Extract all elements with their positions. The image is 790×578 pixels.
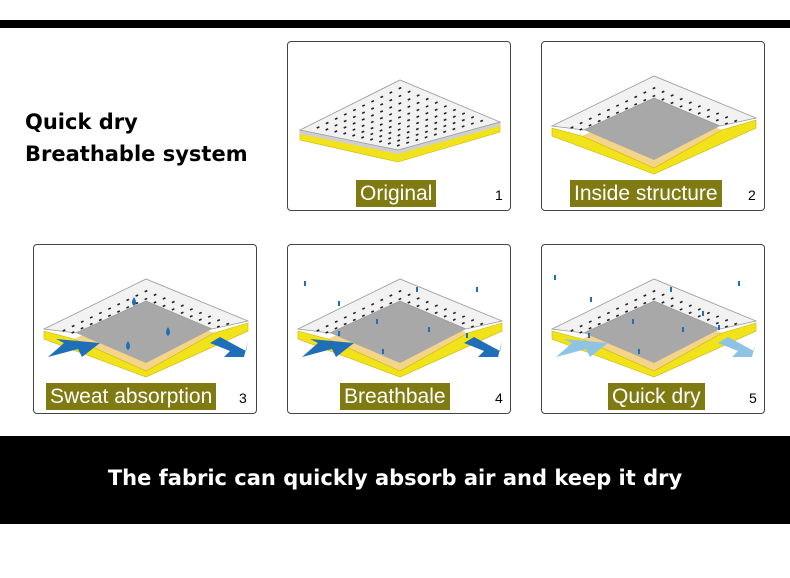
fabric-top-surface [296,278,504,334]
vapor-mark [682,327,684,332]
yellow-layer [551,119,757,175]
vapor-mark [702,311,704,316]
panel-label: Inside structure [570,180,722,207]
vapor-mark [632,319,634,324]
footer-text: The fabric can quickly absorb air and ke… [107,466,683,490]
right-arrow [210,337,248,357]
panel-number: 5 [749,390,757,406]
panel-label: Breathbale [340,383,450,410]
fabric-illustration [42,278,250,378]
sweat-drop [132,297,136,306]
inner-grey-layer [584,98,720,160]
vapor-mark [554,275,556,280]
vapor-mark [466,333,468,338]
fabric-illustration [550,75,758,175]
right-arrow [464,337,502,357]
fabric-illustration [296,278,504,378]
fabric-illustration [550,275,758,378]
footer-banner: The fabric can quickly absorb air and ke… [0,436,790,524]
panel-number: 4 [495,390,503,406]
panel-quick-dry: Quick dry 5 [541,244,765,414]
left-arrow [48,339,100,357]
inner-grey-layer [330,301,466,363]
panel-inside-structure: Inside structure 2 [541,41,765,211]
panel-label: Original [356,180,437,207]
panel-number: 3 [239,390,247,406]
panel-label: Quick dry [608,383,705,410]
panel-number: 1 [495,187,503,203]
sweat-drop [166,327,170,336]
fabric-dots [570,289,738,334]
left-arrow [556,339,608,357]
fabric-dots [316,289,484,334]
panel-number: 2 [748,187,756,203]
vapor-mark [304,281,306,286]
vapor-mark [376,319,378,324]
vapor-mark [476,287,478,292]
left-arrow [302,339,354,357]
vapor-mark [588,333,590,338]
headline-breathable-system: Breathable system [25,142,248,166]
vapor-mark [738,281,740,286]
vapor-mark [338,331,340,336]
fabric-dots [316,86,484,147]
panel-label: Sweat absorption [46,383,217,410]
fabric-top-surface [42,278,250,334]
vapor-mark [638,349,640,354]
vapor-mark [428,327,430,332]
fabric-illustration [298,79,502,163]
panel-original: Original 1 [287,41,511,211]
vapor-mark [382,349,384,354]
vapor-mark [670,287,672,292]
headline-quick-dry: Quick dry [25,110,138,134]
fabric-dots [62,289,230,334]
vapor-mark [718,325,720,330]
panel-sweat-absorption: Sweat absorption 3 [33,244,257,414]
vapor-mark [590,297,592,302]
fabric-top-surface [550,75,758,131]
inner-grey-layer [76,301,212,363]
sweat-drop [126,341,130,350]
panel-breathable: Breathbale 4 [287,244,511,414]
vapor-mark [416,287,418,292]
top-rule [0,20,790,28]
fabric-top-surface [298,79,502,151]
vapor-mark [338,301,340,306]
fabric-dots [570,86,738,131]
right-arrow [718,337,756,357]
inner-grey-layer [584,301,720,363]
